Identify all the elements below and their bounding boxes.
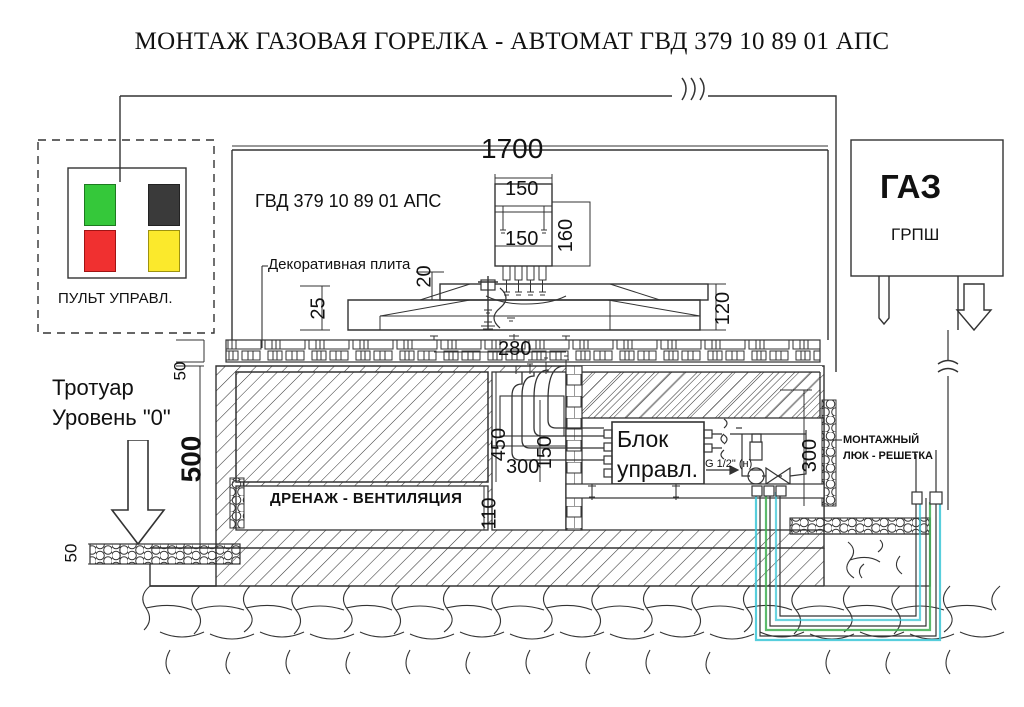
gas-subtitle: ГРПШ (891, 225, 940, 244)
pipe-sleeve (499, 395, 565, 437)
dim-overall-width: 1700 (481, 133, 544, 164)
drainage-channel (235, 485, 489, 531)
plate-top-slab (439, 283, 709, 301)
dim-110: 110 (478, 497, 501, 530)
dim-20: 20 (413, 265, 436, 288)
control-panel-caption: ПУЛЬТ УПРАВЛ. (58, 290, 173, 307)
drainage-label: ДРЕНАЖ - ВЕНТИЛЯЦИЯ (270, 490, 463, 507)
dim-box-top-150: 150 (505, 178, 539, 200)
control-block-label-1: Блок (617, 426, 669, 452)
inspection-hatch-grille (821, 399, 837, 507)
indicator-yellow[interactable] (148, 230, 180, 272)
gas-direction-arrow (706, 465, 740, 475)
service-pipes (754, 492, 942, 642)
indicator-red[interactable] (84, 230, 116, 272)
burner-model-label: ГВД 379 10 89 01 АПС (255, 191, 442, 211)
control-panel-box (67, 167, 187, 279)
level-indicator-arrow (110, 440, 166, 546)
dim-25: 25 (307, 297, 330, 320)
hatch-label-2: ЛЮК - РЕШЕТКА (843, 450, 933, 462)
decorative-plate-label: Декоративная плита (268, 256, 411, 273)
dim-50-paving: 50 (170, 361, 190, 381)
soil-cracks (846, 539, 903, 579)
thread-size-label: G 1/2" (н) (705, 458, 753, 470)
dim-300: 300 (506, 456, 540, 478)
sidewalk-label: Тротуар (52, 375, 134, 400)
dim-box-bottom-150: 150 (505, 228, 539, 250)
plate-outer (347, 299, 701, 331)
vent-grille-left (229, 477, 245, 529)
page-title: МОНТАЖ ГАЗОВАЯ ГОРЕЛКА - АВТОМАТ ГВД 379… (134, 28, 890, 55)
hatch-label-1: МОНТАЖНЫЙ (843, 434, 920, 446)
dim-280: 280 (498, 338, 532, 360)
control-panel-enclosure (37, 139, 215, 334)
flex-gas-hose (493, 287, 507, 329)
indicator-dark[interactable] (148, 184, 180, 226)
valve-symbol-2 (720, 434, 728, 460)
break-symbol-top (681, 77, 705, 101)
dim-120: 120 (712, 291, 735, 326)
wire-top-right (708, 95, 837, 300)
control-block-label-2: управл. (617, 456, 699, 482)
gas-cabinet-box (850, 139, 1004, 277)
chamber-mid (491, 371, 567, 531)
dim-50-ground: 50 (61, 543, 81, 563)
valve-symbol-1 (720, 418, 728, 444)
dim-500: 500 (175, 435, 207, 483)
leader-lines (261, 265, 842, 441)
break-symbol-right (937, 359, 959, 373)
burner-side-dim-frame (551, 201, 591, 267)
shutoff-valve-assembly (747, 433, 791, 486)
indicator-green[interactable] (84, 184, 116, 226)
gravel-layer-right (789, 517, 931, 535)
dim-300-hatch: 300 (799, 438, 822, 473)
level-zero-label: Уровень "0" (52, 405, 171, 430)
dim-150-pipe: 150 (534, 435, 557, 470)
service-pipe-outlines (759, 492, 937, 637)
gas-flow-arrow (955, 283, 993, 332)
paving-band (225, 339, 821, 363)
burner-nozzles (502, 265, 547, 296)
dim-box-height-160: 160 (555, 218, 578, 253)
dimension-lines (88, 145, 828, 565)
gas-pipe-left (878, 276, 890, 326)
control-block-box (611, 421, 705, 485)
gas-title: ГАЗ (880, 168, 942, 205)
